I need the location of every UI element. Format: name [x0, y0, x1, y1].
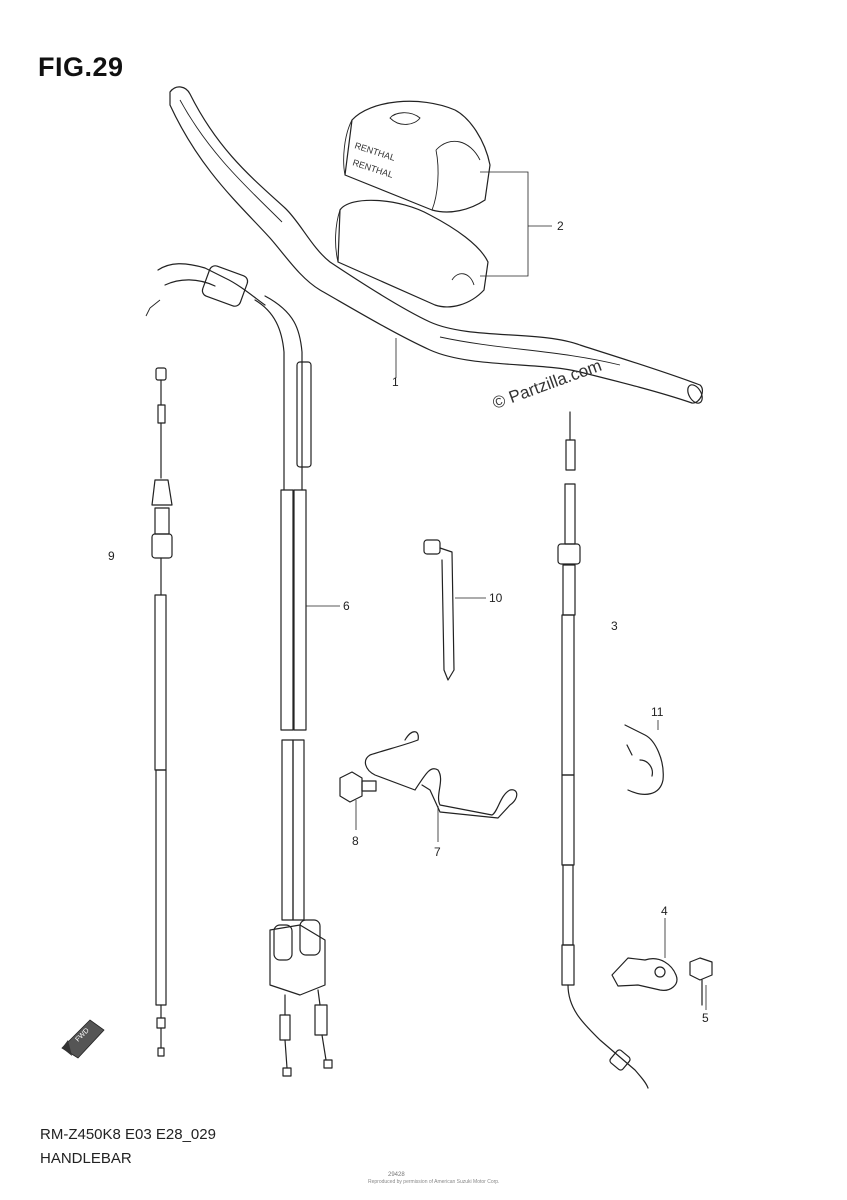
- callout-5: 5: [702, 1011, 709, 1025]
- figure-title: FIG.29: [38, 52, 124, 82]
- figure-code: RM-Z450K8 E03 E28_029: [40, 1126, 216, 1143]
- callout-9: 9: [108, 549, 115, 563]
- callout-4: 4: [661, 904, 668, 918]
- callout-7: 7: [434, 845, 441, 859]
- tiny-code: 29428: [388, 1172, 405, 1178]
- callout-3: 3: [611, 619, 618, 633]
- bolt-5[interactable]: [689, 957, 713, 1006]
- wire-bracket[interactable]: [364, 731, 518, 819]
- throttle-cable[interactable]: [145, 263, 333, 1077]
- tiny-copyright: Reproduced by permission of American Suz…: [368, 1179, 500, 1185]
- cable-band[interactable]: [423, 539, 455, 681]
- handlebar[interactable]: [169, 86, 705, 406]
- bolt-8[interactable]: [339, 771, 377, 803]
- callout-1: 1: [392, 375, 399, 389]
- fwd-arrow-icon: FWD: [61, 1019, 105, 1059]
- callout-10: 10: [489, 591, 503, 605]
- callout-2: 2: [557, 219, 564, 233]
- callout-8: 8: [352, 834, 359, 848]
- callout-11: 11: [651, 705, 664, 719]
- cable-clip[interactable]: [624, 724, 664, 795]
- lever-bracket[interactable]: [611, 957, 678, 991]
- figure-name: HANDLEBAR: [40, 1150, 132, 1167]
- clutch-cable[interactable]: [557, 411, 649, 1089]
- callout-6: 6: [343, 599, 350, 613]
- handlebar-pad[interactable]: RENTHAL RENTHAL: [335, 100, 491, 308]
- leader-lines: [306, 171, 707, 1010]
- cable-left[interactable]: [151, 367, 173, 1057]
